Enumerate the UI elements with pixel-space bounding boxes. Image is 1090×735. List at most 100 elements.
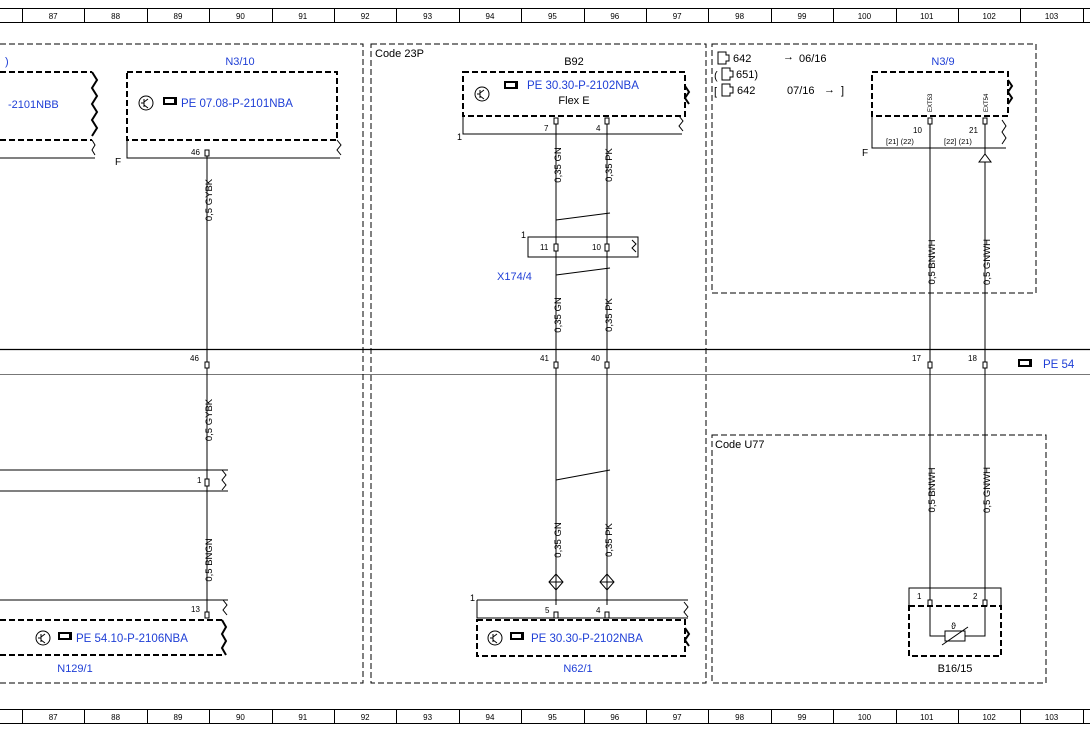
b16-label: B16/15 xyxy=(938,663,973,675)
ruler-column-number: 103 xyxy=(1045,713,1059,722)
x174-connector xyxy=(527,236,639,258)
ruler-column-number: 96 xyxy=(610,12,619,21)
bus-pin-40: 40 xyxy=(591,354,600,363)
svg-text:(: ( xyxy=(714,70,718,82)
n129-conn-strip xyxy=(0,469,228,492)
ruler-column-number: 101 xyxy=(920,12,934,21)
thermistor-icon: ϑ xyxy=(941,621,969,646)
ruler-column-number: 98 xyxy=(735,12,744,21)
hand-pointer-icon xyxy=(163,97,177,105)
n3-9-ext4: EXT54 xyxy=(984,93,990,112)
wire-gn-label-3: 0,35 GN xyxy=(553,522,564,558)
n62-box xyxy=(476,619,686,657)
transistor-icon xyxy=(474,86,490,102)
b92-pinstrip xyxy=(462,116,682,135)
b92-box xyxy=(462,71,686,117)
arrow-right-icon: → xyxy=(783,51,794,63)
wire-bnwh-label-2: 0,5 BNWH xyxy=(927,467,938,512)
x174-label: X174/4 xyxy=(497,271,532,283)
frame-n3-9 xyxy=(711,43,1037,294)
b92-label: B92 xyxy=(564,56,584,68)
n3-10-pin: 46 xyxy=(191,148,200,157)
wire-pk-label-2: 0,35 PK xyxy=(604,297,615,331)
ruler-column-number: 92 xyxy=(361,713,370,722)
bottom-ruler xyxy=(0,709,1090,724)
ruler-column-number: 96 xyxy=(610,713,619,722)
n3-10-label: N3/10 xyxy=(225,56,254,68)
b16-pin-right: 2 xyxy=(973,592,978,601)
engine-variants: ( [ 642 651) 642 → 06/16 07/16 → ] xyxy=(714,51,844,98)
n3-9-ground: F xyxy=(862,148,868,159)
transistor-icon xyxy=(35,630,51,646)
left-cut-ref[interactable]: -2101NBB xyxy=(8,99,59,111)
n3-9-ext3: EXT53 xyxy=(928,93,934,112)
b92-ref[interactable]: PE 30.30-P-2102NBA xyxy=(527,80,639,92)
n62-label: N62/1 xyxy=(563,663,592,675)
left-cut-arrow: ) xyxy=(5,56,9,68)
n62-pin-right: 4 xyxy=(596,606,601,615)
wire-pk-label-3: 0,35 PK xyxy=(604,522,615,556)
bus-pin-18: 18 xyxy=(968,354,977,363)
bus-pin-46: 46 xyxy=(190,354,199,363)
ruler-column-number: 91 xyxy=(298,713,307,722)
engine-icon xyxy=(717,51,734,97)
ruler-column-number: 99 xyxy=(798,713,807,722)
b92-pin-left: 7 xyxy=(544,124,549,133)
ruler-column-number: 95 xyxy=(548,12,557,21)
left-partial-box-zigzag xyxy=(90,71,99,137)
wire-gn-label-1: 0,35 GN xyxy=(553,147,564,183)
frame-code-u77-label: Code U77 xyxy=(715,439,765,451)
ruler-column-number: 101 xyxy=(920,713,934,722)
ruler-column-number: 94 xyxy=(486,12,495,21)
ruler-column-number: 97 xyxy=(673,713,682,722)
n3-9-pin-right: 21 xyxy=(969,126,978,135)
left-partial-box xyxy=(0,71,92,141)
ruler-column-number: 89 xyxy=(174,12,183,21)
ruler-column-number: 102 xyxy=(983,713,997,722)
n3-9-label: N3/9 xyxy=(931,56,954,68)
n3-10-ground: F xyxy=(115,157,121,168)
arrow-right-icon: → xyxy=(824,84,835,96)
ruler-column-number: 87 xyxy=(49,12,58,21)
wire-gnwh-label-1: 0,5 GNWH xyxy=(982,239,993,285)
ruler-column-number: 100 xyxy=(858,713,872,722)
plug-connector-icon xyxy=(548,573,615,591)
n3-10-pinstrip xyxy=(126,140,340,159)
ruler-column-number: 103 xyxy=(1045,12,1059,21)
x174-pin-left: 11 xyxy=(540,243,549,252)
wire-bnwh-label-1: 0,5 BNWH xyxy=(927,239,938,284)
ref-pe54[interactable]: PE 54 xyxy=(1043,359,1075,371)
bus-pin-17: 17 xyxy=(912,354,921,363)
engine-651: 651) xyxy=(736,69,758,81)
wire-gybk-label-bottom: 0,5 GYBK xyxy=(204,398,215,441)
ruler-column-number: 88 xyxy=(111,713,120,722)
frame-code-23p-label: Code 23P xyxy=(375,48,424,60)
n3-10-ref[interactable]: PE 07.08-P-2101NBA xyxy=(181,98,293,110)
n129-label: N129/1 xyxy=(57,663,92,675)
hand-pointer-icon xyxy=(510,632,524,640)
b16-pin-left: 1 xyxy=(917,592,922,601)
frame-code-23p xyxy=(370,43,707,684)
n3-9-pin-left-sub: [21] (22) xyxy=(886,137,914,146)
transistor-icon xyxy=(487,630,503,646)
date-b: 07/16 xyxy=(787,85,815,97)
ruler-column-number: 97 xyxy=(673,12,682,21)
hand-pointer-icon xyxy=(58,632,72,640)
ruler-column-number: 91 xyxy=(298,12,307,21)
bus-pin-41: 41 xyxy=(540,354,549,363)
wire-bngn-label: 0,5 BNGN xyxy=(204,538,215,581)
hand-pointer-icon xyxy=(1018,359,1032,367)
b92-sub: Flex E xyxy=(558,95,589,107)
n62-ref[interactable]: PE 30.30-P-2102NBA xyxy=(531,633,643,645)
frame-left xyxy=(0,43,364,684)
x174-corner: 1 xyxy=(521,230,526,240)
x174-pin-right: 10 xyxy=(592,243,601,252)
n3-9-pin-left: 10 xyxy=(913,126,922,135)
n129-box xyxy=(0,619,222,656)
n3-9-pinstrip xyxy=(871,116,1006,149)
ruler-column-number: 94 xyxy=(486,713,495,722)
n129-ref[interactable]: PE 54.10-P-2106NBA xyxy=(76,633,188,645)
svg-text:ϑ: ϑ xyxy=(951,621,956,631)
